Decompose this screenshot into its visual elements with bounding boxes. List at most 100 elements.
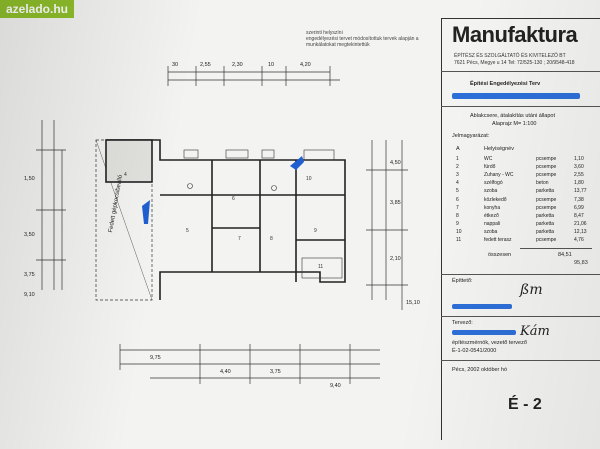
legend-col-name: Helyiségnév (484, 146, 514, 152)
redacted-project-name (452, 93, 580, 99)
svg-text:11: 11 (318, 264, 323, 270)
room-num: 10 (456, 228, 462, 235)
dim-left-4: 9,10 (24, 292, 35, 298)
room-area: 21,06 (574, 220, 587, 227)
place-date: Pécs, 2002 október hó (452, 367, 508, 373)
builder-signature: ßm (520, 282, 543, 298)
svg-text:7: 7 (238, 236, 241, 242)
dim-top-3: 2,30 (232, 62, 243, 68)
room-num: 6 (456, 196, 459, 203)
room-name: szoba (484, 228, 498, 235)
stamp-line-3: munkálatokat megtekintettük (306, 42, 370, 48)
room-area: 13,77 (574, 188, 587, 195)
plan-type: Építési Engedélyezési Terv (470, 81, 541, 87)
room-num: 3 (456, 172, 459, 179)
room-area: 2,55 (574, 172, 584, 179)
room-name: fürdő (484, 164, 496, 171)
stamp-line-1: szerinti helyszíni (306, 30, 343, 36)
divider-3 (441, 274, 600, 275)
room-num: 11 (456, 237, 462, 243)
room-name: közlekedő (484, 196, 507, 203)
room-area: 4,76 (574, 237, 584, 243)
divider-1 (441, 71, 600, 72)
room-num: 4 (456, 180, 459, 187)
dim-right-3: 2,10 (390, 256, 401, 262)
total-value: 84,51 (558, 252, 572, 258)
room-floor: beton (536, 180, 549, 187)
dim-top-4: 10 (268, 62, 275, 68)
drawing-title: Ablakcsere, átalakítás utáni állapot (470, 113, 555, 119)
total-line (520, 248, 592, 249)
room-floor: pcsempe (536, 196, 557, 203)
dim-left-1: 1,50 (24, 176, 35, 182)
svg-text:10: 10 (306, 176, 312, 182)
room-floor: parketta (536, 220, 555, 227)
watermark-azelado: azelado.hu (0, 0, 75, 18)
room-area: 3,60 (574, 164, 584, 171)
company-sub-1: ÉPÍTÉSZ ÉS SZOLGÁLTATÓ ÉS KIVITELEZŐ BT (454, 53, 566, 59)
room-floor: pcsempe (536, 237, 557, 243)
svg-text:8: 8 (270, 236, 273, 242)
dim-right-2: 3,85 (390, 200, 401, 206)
dim-bottom-3: 3,75 (270, 369, 281, 375)
room-area: 1,80 (574, 180, 584, 187)
room-floor: pcsempe (536, 204, 557, 211)
dim-left-2: 3,50 (24, 232, 35, 238)
room-name: fedett terasz (484, 237, 512, 243)
dim-top-2: 2,55 (200, 62, 211, 68)
designer-signature: Kám (520, 324, 550, 339)
redacted-designer (452, 330, 516, 335)
designer-role: építészmérnök, vezető tervező (452, 340, 527, 346)
room-row: 5 szoba parketta 13,77 (456, 188, 596, 196)
builder-label: Építtető: (452, 278, 473, 284)
room-name: szoba (484, 188, 498, 195)
stamp-line-2: engedélyezési tervet módosítottuk tervek… (306, 36, 419, 42)
room-row: 2 fürdő pcsempe 3,60 (456, 164, 596, 172)
svg-text:6: 6 (232, 196, 235, 202)
room-floor: parketta (536, 188, 555, 195)
legend-col-a: A (456, 146, 460, 152)
room-row: 4 szélfogó beton 1,80 (456, 180, 596, 188)
room-area: 7,38 (574, 196, 584, 203)
redacted-builder (452, 304, 512, 309)
room-floor: pcsempe (536, 164, 557, 171)
dim-bottom-1: 9,75 (150, 355, 161, 361)
svg-text:5: 5 (186, 228, 189, 234)
dim-left-3: 3,75 (24, 272, 35, 278)
divider-5 (441, 360, 600, 361)
drawing-scale: Alaprajz M= 1:100 (492, 121, 537, 127)
company-logo: Manufaktura (452, 22, 578, 47)
room-num: 5 (456, 188, 459, 195)
room-name: szélfogó (484, 180, 503, 187)
room-num: 2 (456, 164, 459, 171)
room-name: nappali (484, 220, 501, 227)
svg-text:9: 9 (314, 228, 317, 234)
company-sub-2: 7621 Pécs, Megye u 14 Tel: 72/525-130 ; … (454, 60, 575, 66)
sheet-code: É - 2 (508, 396, 542, 413)
room-floor: pcsempe (536, 156, 557, 162)
room-num: 9 (456, 220, 459, 227)
room-num: 8 (456, 212, 459, 219)
room-area: 8,47 (574, 212, 584, 219)
room-floor: pcsempe (536, 172, 557, 179)
room-area: 6,99 (574, 204, 584, 211)
room-row: 9 nappali parketta 21,06 (456, 221, 596, 229)
total-label: összesen (488, 252, 512, 258)
designer-id: É-1-02-0541/2000 (452, 348, 497, 354)
room-area: 12,13 (574, 228, 587, 235)
dim-bottom-4: 9,40 (330, 383, 341, 389)
dim-top-5: 4,20 (300, 62, 311, 68)
dim-right-1: 4,50 (390, 160, 401, 166)
designer-label: Tervező: (452, 320, 473, 326)
room-row: 11 fedett terasz pcsempe 4,76 (456, 237, 596, 245)
divider-4 (441, 316, 600, 317)
total-handwritten: 95,83 (574, 260, 588, 266)
room-num: 7 (456, 204, 459, 211)
room-name: étkező (484, 212, 499, 219)
